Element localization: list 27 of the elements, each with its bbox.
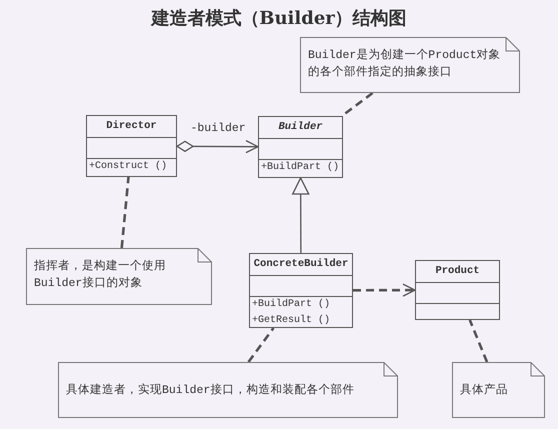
class-box	[415, 260, 500, 320]
method-text: +Construct ()	[88, 160, 168, 174]
class-box	[86, 115, 177, 177]
class-name: Director	[87, 116, 176, 138]
note-link	[247, 327, 275, 363]
note-text: 具体建造者，实现Builder接口，构造和装配各个部件	[66, 382, 356, 399]
class-name: Product	[416, 261, 499, 283]
method-text: +BuildPart ()	[251, 298, 332, 312]
method-text: +GetResult ()	[251, 314, 332, 328]
note-box	[58, 362, 398, 418]
inheritance-arrow	[292, 177, 310, 253]
class-box	[249, 253, 353, 328]
note-text: Builder是为创建一个Product对象的各个部件指定的抽象接口	[308, 48, 502, 81]
note-box	[452, 362, 545, 418]
note-box	[300, 37, 520, 93]
class-box	[258, 116, 343, 178]
note-text: 具体产品	[460, 382, 509, 399]
aggregation-arrow	[176, 140, 259, 154]
note-link	[468, 320, 488, 362]
note-link	[120, 176, 130, 248]
class-name: Builder	[259, 117, 342, 139]
method-text: +BuildPart ()	[260, 160, 340, 175]
note-text: 指挥者，是构建一个使用Builder接口的对象	[34, 258, 167, 292]
note-box	[26, 248, 212, 305]
dependency-arrow	[353, 284, 416, 297]
class-name: ConcreteBuilder	[250, 254, 352, 276]
diagram-title: 建造者模式（Builder）结构图	[150, 7, 408, 30]
